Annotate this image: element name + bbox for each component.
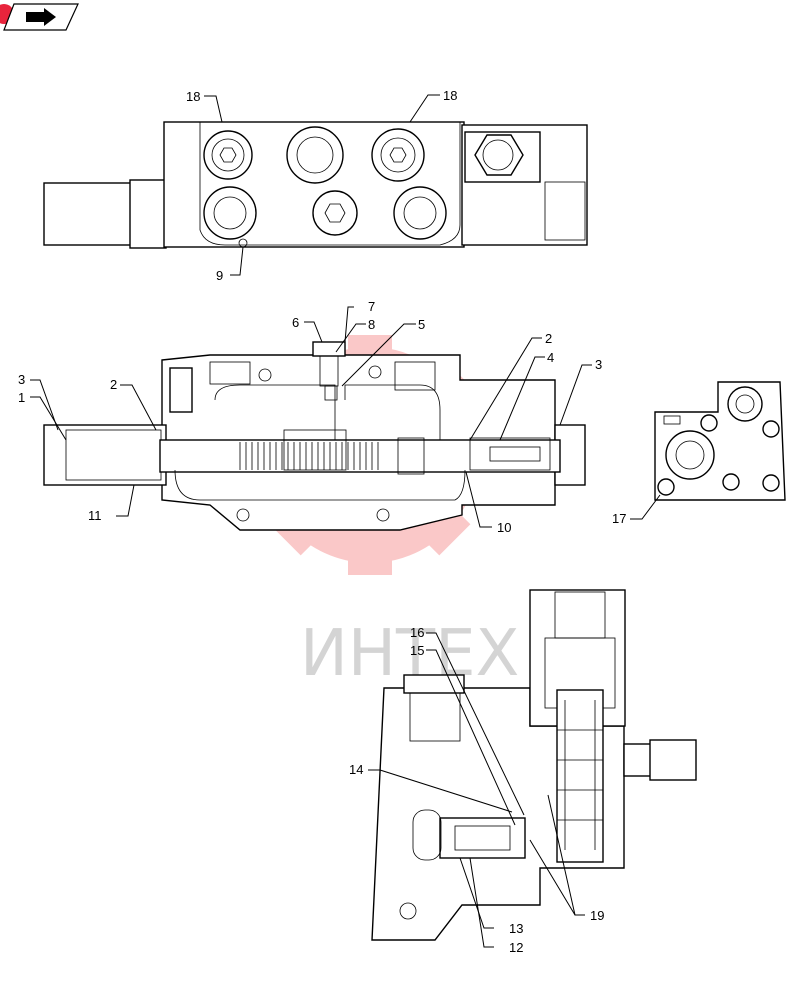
callout-4: 4 [547,350,554,365]
callout-2-right: 2 [545,331,552,346]
callout-5: 5 [418,317,425,332]
callout-11: 11 [88,508,102,523]
callout-16: 16 [410,625,424,640]
callout-17: 17 [612,511,626,526]
callout-12: 12 [509,940,523,955]
valve-top-view [43,121,588,249]
callout-10: 10 [497,520,511,535]
callout-15: 15 [410,643,424,658]
side-plate-view [654,381,786,501]
leader-lines [30,94,661,948]
callout-18-left: 18 [186,89,200,104]
callout-1: 1 [18,390,25,405]
callout-labels: 18 18 9 7 6 8 5 3 1 2 11 2 4 3 10 17 16 … [18,88,626,955]
next-page-arrow-icon[interactable] [0,3,79,31]
callout-13: 13 [509,921,523,936]
callout-6: 6 [292,315,299,330]
callout-7: 7 [368,299,375,314]
callout-14: 14 [349,762,363,777]
callout-8: 8 [368,317,375,332]
spool-section-view [43,341,586,531]
callout-3-left: 3 [18,372,25,387]
callout-3-right: 3 [595,357,602,372]
callout-2-left: 2 [110,377,117,392]
callout-9: 9 [216,268,223,283]
relief-valve-section [371,589,697,941]
callout-19: 19 [590,908,604,923]
callout-18-right: 18 [443,88,457,103]
